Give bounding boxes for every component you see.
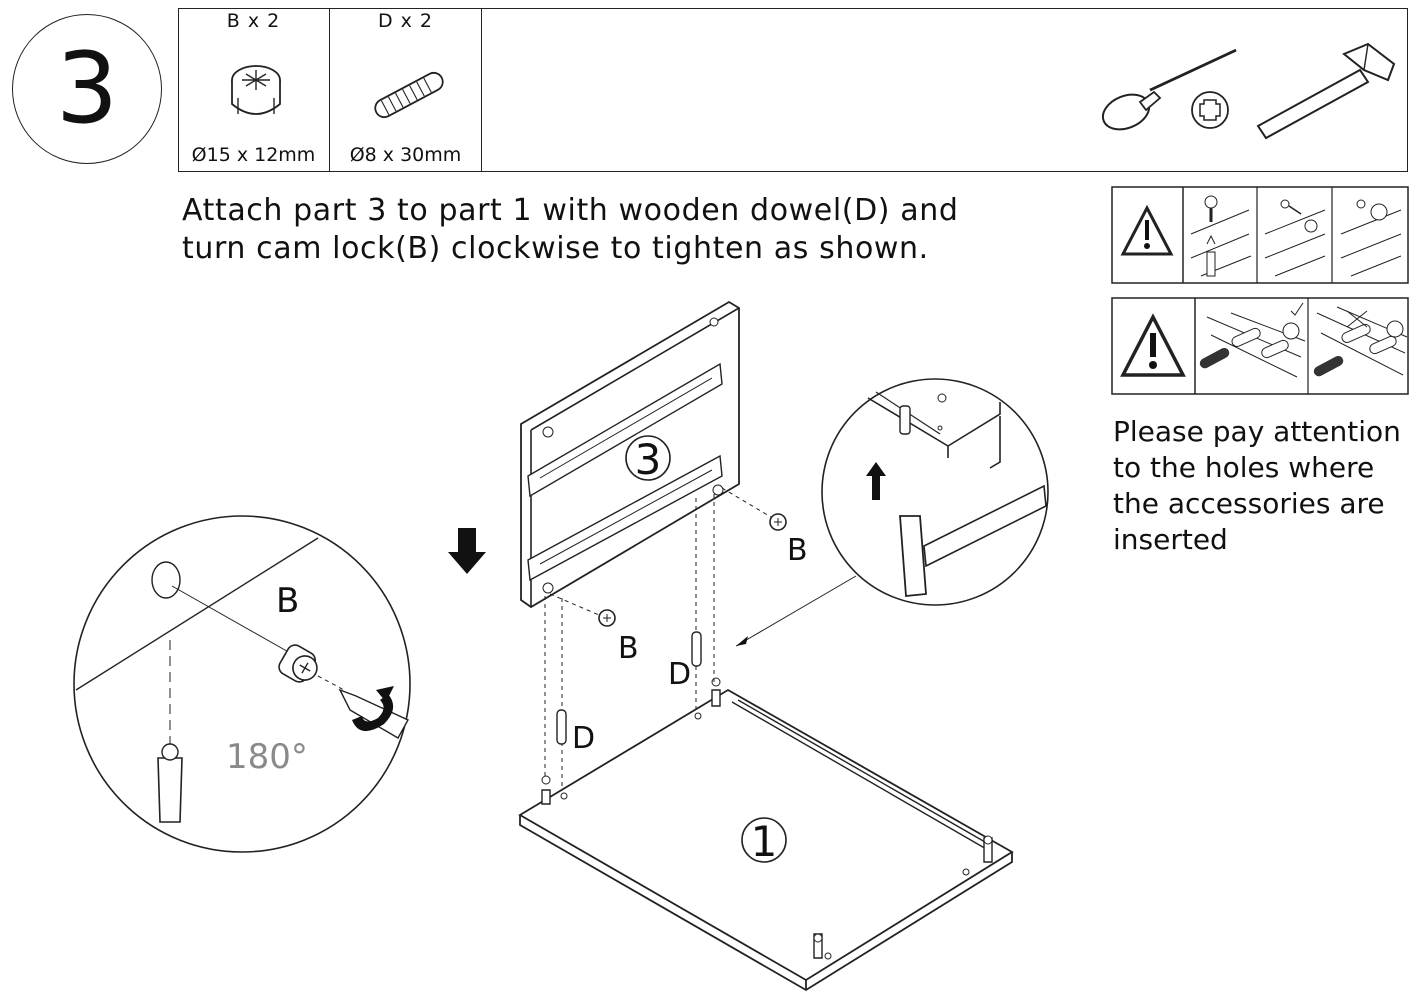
part-qty-label: B x 2 bbox=[226, 10, 281, 32]
arrow-down-icon bbox=[448, 528, 486, 574]
cam-lock-icon bbox=[231, 65, 281, 115]
rotate-clockwise-icon bbox=[352, 694, 394, 732]
rotation-label: 180° bbox=[226, 737, 308, 777]
part-cell-dowel: D x 2 Ø8 x 30mm bbox=[330, 8, 482, 172]
phillips-screwdriver-icon bbox=[1101, 47, 1237, 131]
dowel-d-lower bbox=[556, 709, 567, 745]
attention-note: Please pay attention to the holes where … bbox=[1113, 415, 1401, 556]
detail-circle-hammer bbox=[821, 378, 1049, 606]
part-size-label: Ø8 x 30mm bbox=[349, 144, 462, 166]
arrow-up-icon bbox=[866, 462, 886, 500]
step-number-circle: 3 bbox=[12, 14, 162, 164]
label-b-right: B bbox=[787, 533, 808, 568]
label-d-lower: D bbox=[572, 721, 595, 756]
part-size-label: Ø15 x 12mm bbox=[191, 144, 316, 166]
detail-label-b: B bbox=[276, 581, 299, 621]
wooden-dowel-icon bbox=[374, 71, 444, 119]
cam-lock-b-right bbox=[769, 513, 787, 531]
warning-panel-dowel bbox=[1111, 297, 1409, 395]
cam-lock-b-left bbox=[598, 609, 616, 627]
panel-label-1: 1 bbox=[751, 817, 778, 866]
detail-circle-cam-lock bbox=[73, 515, 411, 853]
step-number: 3 bbox=[55, 32, 119, 146]
warning-triangle-icon bbox=[1120, 313, 1186, 377]
part-cell-cam-lock: B x 2 Ø15 x 12mm bbox=[178, 8, 330, 172]
panel-part-1 bbox=[518, 677, 1014, 992]
panel-label-3: 3 bbox=[635, 435, 662, 484]
parts-box bbox=[178, 8, 1408, 172]
instruction-text: Attach part 3 to part 1 with wooden dowe… bbox=[182, 193, 959, 266]
warning-panel-cam-lock bbox=[1111, 186, 1409, 284]
part-qty-label: D x 2 bbox=[377, 10, 434, 32]
dowel-d-upper bbox=[691, 631, 702, 667]
warning-triangle-icon bbox=[1120, 204, 1174, 256]
panel-part-3 bbox=[520, 300, 740, 609]
label-d-upper: D bbox=[668, 657, 691, 692]
label-b-left: B bbox=[618, 631, 639, 666]
hammer-icon bbox=[1256, 42, 1396, 140]
